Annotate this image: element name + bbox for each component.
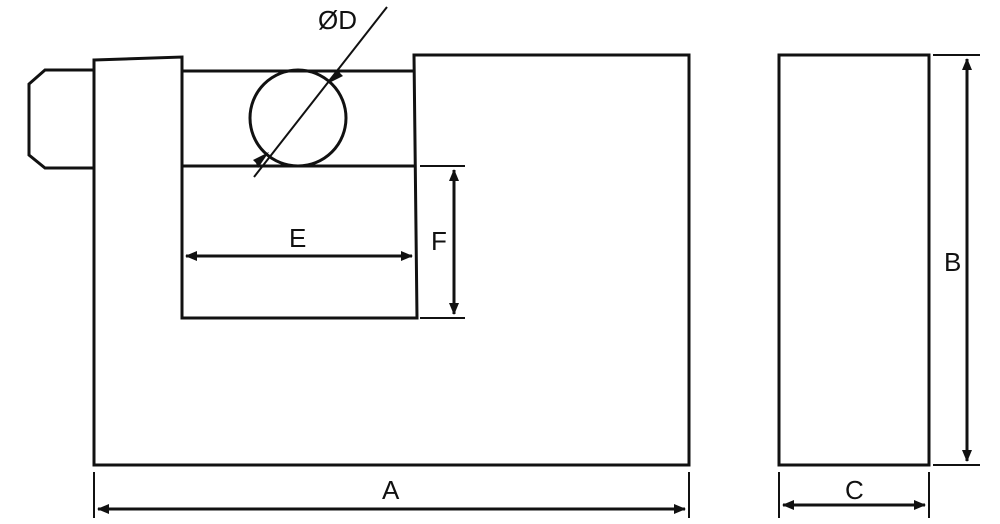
shackle-circle: [248, 68, 348, 168]
key-cylinder: [27, 68, 94, 170]
dimension-c-label: C: [845, 475, 864, 505]
dimension-e-label: E: [289, 223, 306, 253]
dimension-b-label: B: [944, 247, 961, 277]
diameter-arrow-top: [327, 68, 343, 84]
dimension-f-label: F: [431, 226, 447, 256]
diameter-label: ØD: [318, 5, 357, 35]
side-view-outline: [777, 53, 931, 467]
diameter-leader-line: [253, 6, 388, 178]
diameter-arrow-bottom: [253, 152, 269, 168]
lock-body-outline: [92, 53, 691, 467]
dimension-a-label: A: [382, 475, 400, 505]
